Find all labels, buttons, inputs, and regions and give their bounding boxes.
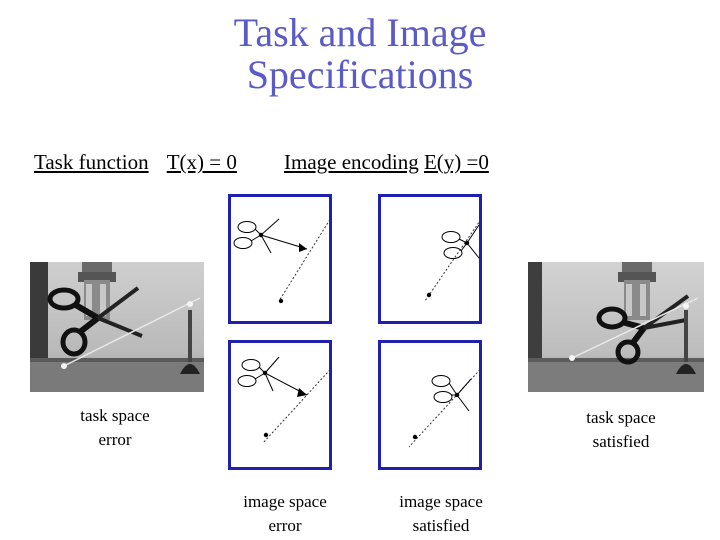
task-function-heading: Task function T(x) = 0: [34, 150, 237, 175]
caption-task-space-error-line2: error: [98, 430, 132, 449]
caption-task-space-error-line1: task space: [80, 406, 150, 425]
caption-image-space-error-line1: image space: [243, 492, 327, 511]
photo-task-satisfied: [528, 262, 704, 392]
caption-image-space-error: image space error: [210, 490, 360, 538]
caption-task-space-satisfied-line1: task space: [586, 408, 656, 427]
slide-title-line2: Specifications: [246, 52, 474, 97]
caption-image-space-satisfied-line1: image space: [399, 492, 483, 511]
task-function-equation: T(x) = 0: [166, 150, 237, 174]
caption-task-space-satisfied-line2: satisfied: [592, 432, 650, 451]
task-function-label: Task function: [34, 150, 149, 174]
caption-image-space-satisfied: image space satisfied: [366, 490, 516, 538]
photo-task-error: [30, 262, 204, 392]
caption-image-space-error-line2: error: [268, 516, 302, 535]
caption-task-space-error: task space error: [40, 404, 190, 452]
panel-image-error-bottom: [228, 340, 332, 470]
image-encoding-heading: Image encoding E(y) =0: [284, 150, 489, 175]
caption-task-space-satisfied: task space satisfied: [546, 406, 696, 454]
image-encoding-equation: E(y) =0: [423, 150, 489, 174]
panel-image-satisfied-top: [378, 194, 482, 324]
image-encoding-label: Image encoding: [284, 150, 419, 174]
panel-image-satisfied-bottom: [378, 340, 482, 470]
panel-image-error-top: [228, 194, 332, 324]
caption-image-space-satisfied-line2: satisfied: [412, 516, 470, 535]
slide-title-line1: Task and Image: [233, 10, 487, 55]
